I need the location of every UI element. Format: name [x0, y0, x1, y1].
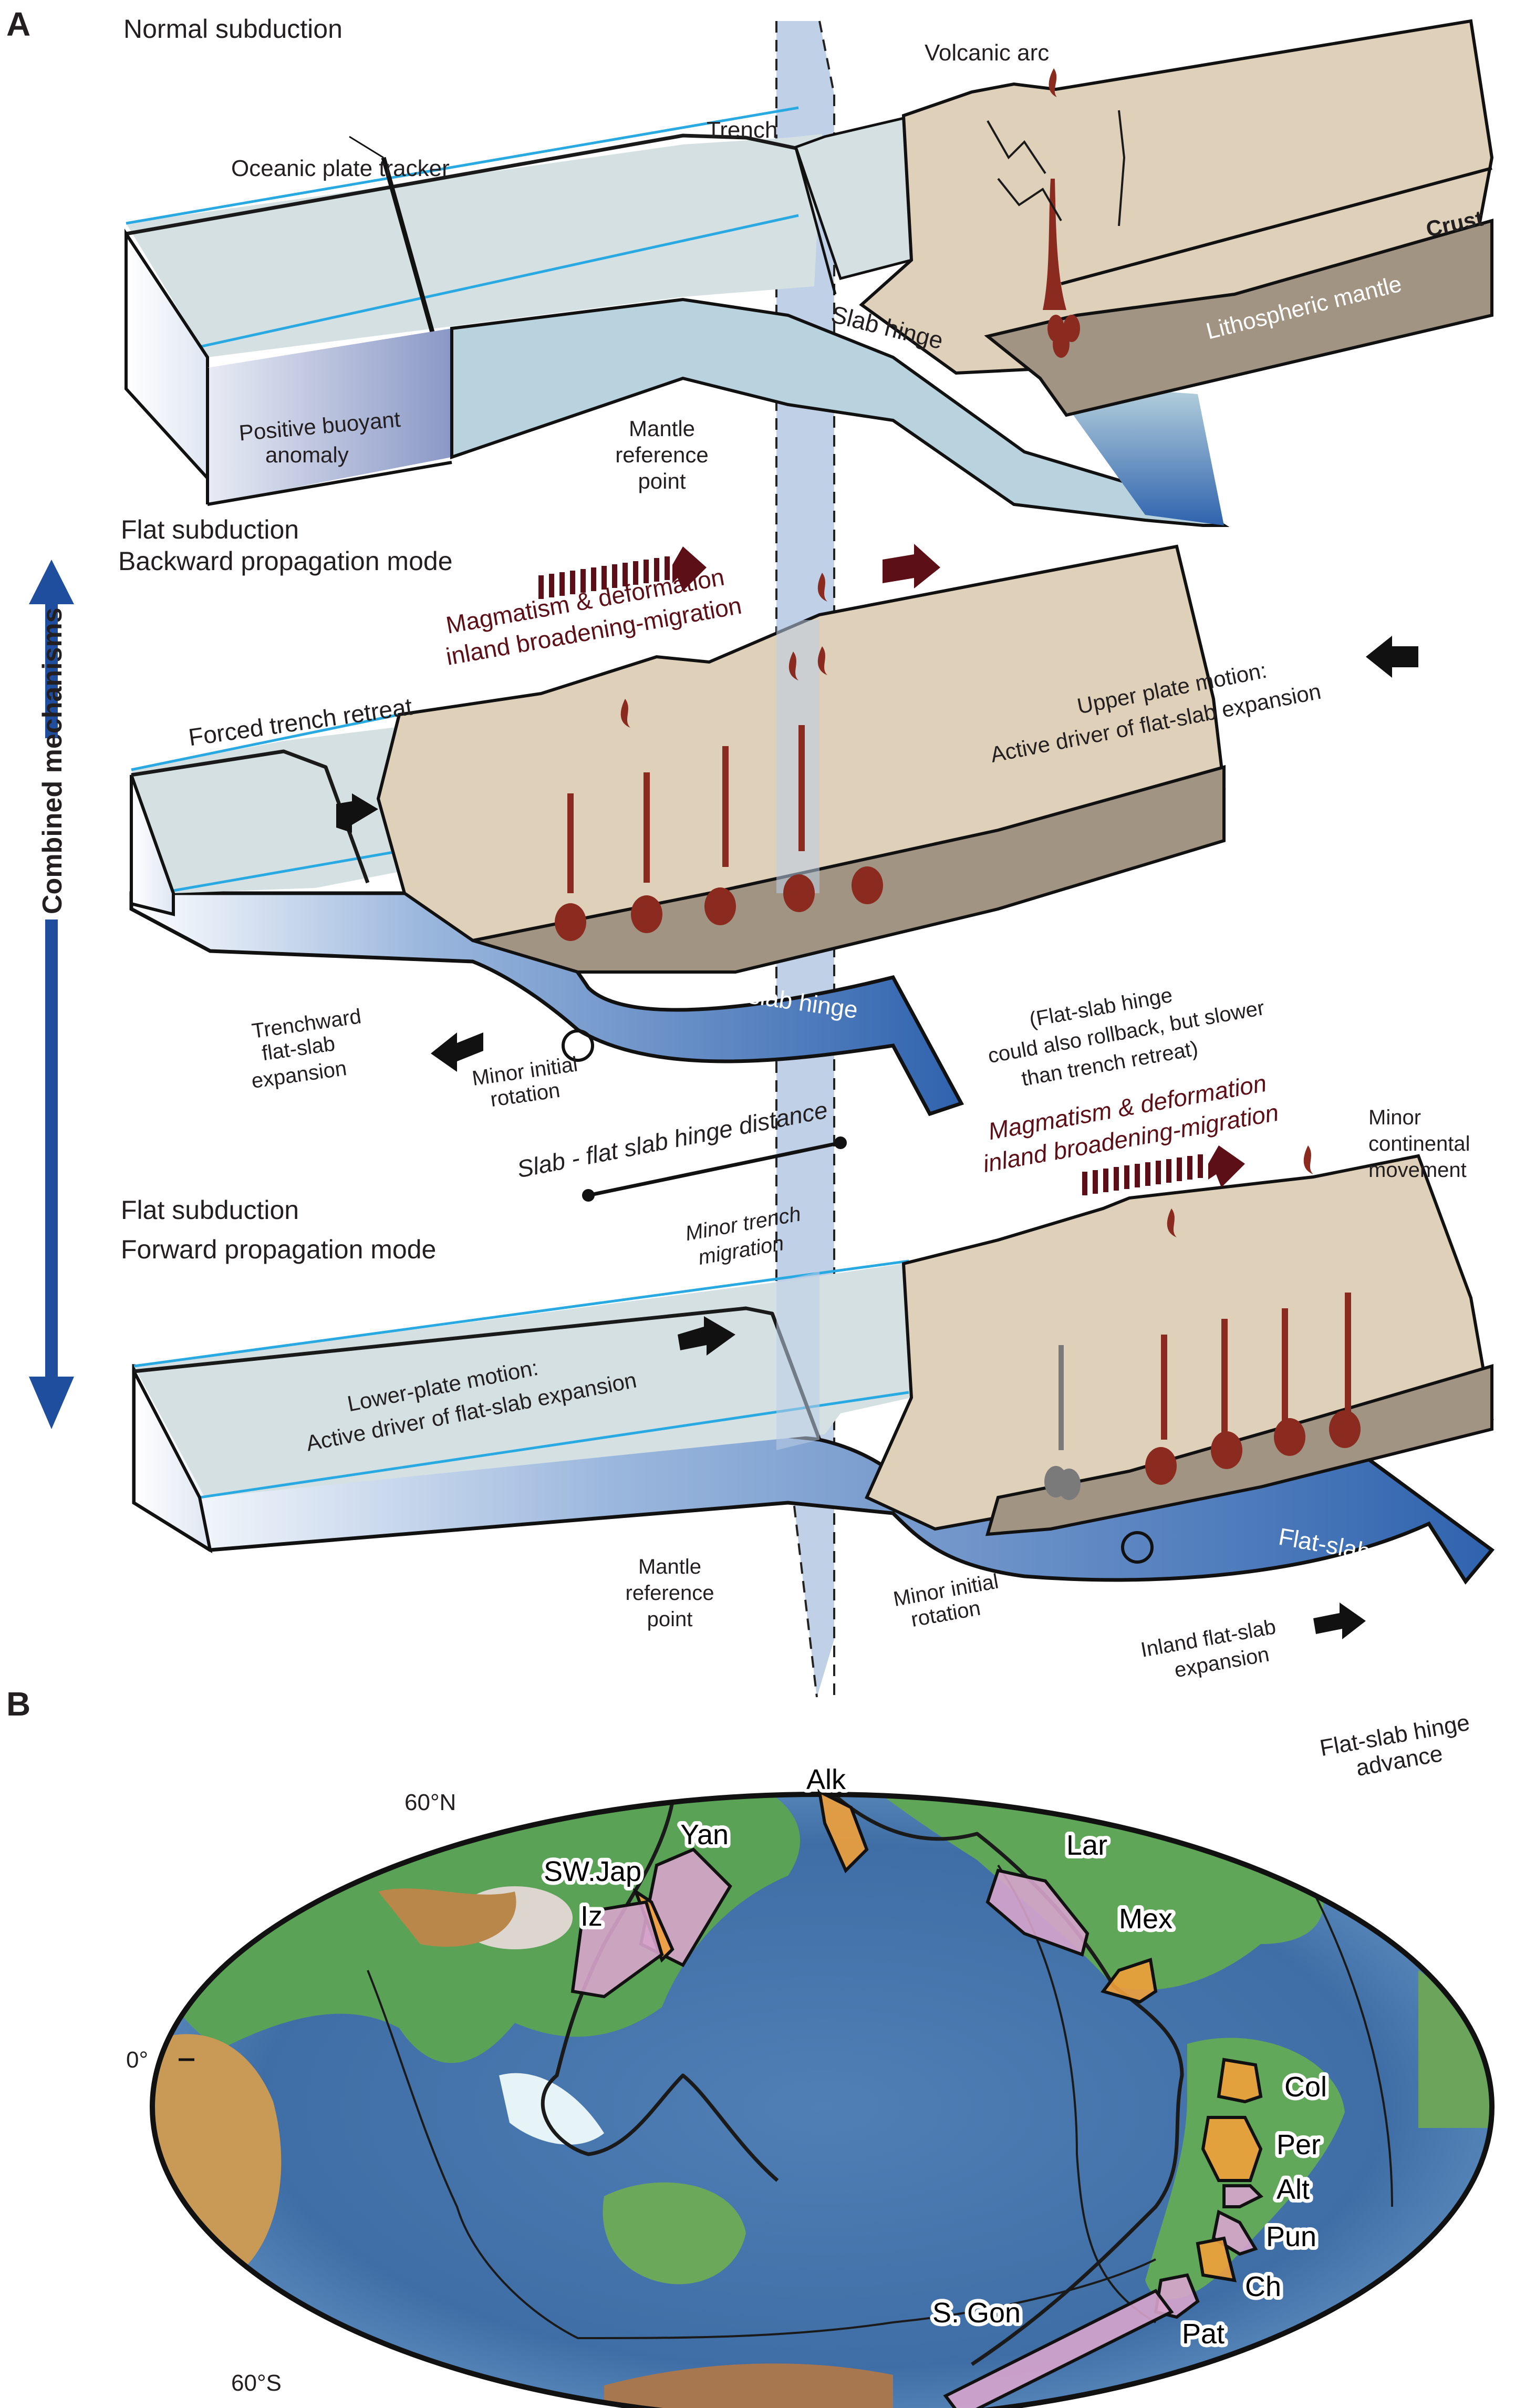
hinge-distance-end	[834, 1136, 847, 1149]
label-mantle-ref-3: point	[638, 469, 686, 493]
inland-expansion-arrow-icon	[1313, 1603, 1366, 1639]
region-per-polygon[interactable]	[1201, 2116, 1263, 2182]
map-label-pat[interactable]: Pat	[1178, 2314, 1228, 2353]
region-alk-polygon[interactable]	[817, 1789, 869, 1874]
forward-title-1: Flat subduction	[121, 1195, 299, 1225]
positive-buoyant-anomaly	[207, 328, 452, 504]
arrow-down-icon	[29, 1377, 74, 1429]
magmatism-arrow-dashes	[538, 556, 670, 599]
normal-subduction-title: Normal subduction	[123, 14, 343, 44]
mantle-ref-3: point	[647, 1608, 693, 1631]
region-lar-polygon[interactable]	[985, 1868, 1089, 1957]
combined-mechanisms-axis: Combined mechanisms	[29, 560, 74, 1429]
magma-plumes	[1145, 1145, 1361, 1485]
lat-label-60n: 60°N	[404, 1790, 456, 1815]
map-label-col[interactable]: Col	[1281, 2068, 1331, 2106]
map-label-swjap[interactable]: SW.Jap	[540, 1852, 645, 1891]
label-oceanic-plate-tracker: Oceanic plate tracker	[231, 156, 450, 181]
region-col-polygon[interactable]	[1217, 2058, 1263, 2104]
trenchward-expansion-arrow-icon	[431, 1032, 483, 1072]
world-map: 60°N 0° 60°S Alk Yan SW.Jap Iz Lar Mex C…	[126, 1760, 1495, 2408]
map-label-per[interactable]: Per	[1273, 2125, 1324, 2164]
hinge-distance-start	[582, 1189, 595, 1202]
forward-mode-block: Flat subduction Forward propagation mode	[121, 1069, 1495, 1781]
arrow-up-icon	[29, 560, 74, 604]
region-ch-polygon[interactable]	[1196, 2236, 1237, 2282]
label-mantle-ref-1: Mantle	[629, 416, 695, 441]
minor-continental-2: continental	[1368, 1132, 1470, 1155]
backward-title-2: Backward propagation mode	[118, 546, 453, 576]
label-trench: Trench	[707, 117, 777, 143]
normal-subduction-block: Normal subduction Oceanic plate	[123, 14, 1494, 527]
label-positive-buoyant-anomaly-2: anomaly	[265, 442, 349, 467]
map-label-alt[interactable]: Alt	[1273, 2170, 1313, 2209]
region-sgon-polygon[interactable]	[943, 2289, 1174, 2408]
lat-label-0: 0°	[126, 2047, 148, 2073]
flat-slab-regions	[570, 1789, 1264, 2408]
hinge-distance-line	[588, 1141, 841, 1197]
map-label-ch[interactable]: Ch	[1241, 2267, 1285, 2306]
minor-continental-1: Minor	[1368, 1106, 1421, 1129]
map-label-yan[interactable]: Yan	[677, 1815, 732, 1854]
magma-plumes	[555, 573, 883, 941]
lat-label-60s: 60°S	[231, 2370, 282, 2396]
magmatism-arrow-icon	[1208, 1145, 1245, 1187]
magma-conduit	[1043, 179, 1066, 310]
forward-title-2: Forward propagation mode	[121, 1235, 436, 1264]
map-label-sgon[interactable]: S. Gon	[929, 2293, 1024, 2332]
region-alt-polygon[interactable]	[1222, 2184, 1264, 2208]
rotation-icon	[1121, 1531, 1154, 1564]
mantle-ref-1: Mantle	[638, 1555, 701, 1578]
plate-boundary	[1312, 1891, 1393, 2207]
combined-mechanisms-label: Combined mechanisms	[37, 607, 68, 914]
trench-retreat-arrow-icon	[336, 793, 378, 833]
panel-b-label: B	[6, 1685, 30, 1723]
magmatism-arrow-icon	[883, 544, 940, 588]
minor-continental-3: movement	[1368, 1159, 1467, 1182]
label-mantle-ref-2: reference	[615, 442, 708, 467]
map-label-alk[interactable]: Alk	[803, 1760, 850, 1799]
landmass-antarctica	[604, 2363, 893, 2408]
extinct-magma	[1044, 1345, 1081, 1500]
rotation-icon	[562, 1029, 594, 1062]
mantle-ref-2: reference	[626, 1582, 714, 1605]
backward-mode-block: Flat subduction Backward propagation mod…	[118, 515, 1418, 1202]
map-label-lar[interactable]: Lar	[1063, 1826, 1111, 1865]
magmatism-arrow-dashes	[1082, 1154, 1203, 1195]
panel-a-label: A	[6, 5, 30, 43]
volcano-flame-icon	[1049, 68, 1057, 97]
label-volcanic-arc: Volcanic arc	[925, 40, 1049, 66]
landmass-australia	[603, 2182, 746, 2285]
region-iz-polygon[interactable]	[570, 1900, 664, 1999]
backward-title-1: Flat subduction	[121, 515, 299, 544]
map-label-iz[interactable]: Iz	[577, 1897, 606, 1936]
map-label-mex[interactable]: Mex	[1115, 1899, 1176, 1938]
region-mex-polygon[interactable]	[1100, 1958, 1158, 2004]
map-label-pun[interactable]: Pun	[1262, 2217, 1320, 2256]
plate-boundary	[367, 1970, 1156, 2340]
trench-line-east-pacific	[818, 1794, 1184, 2366]
magma-diapir	[1053, 330, 1070, 358]
upper-plate-motion-arrow-icon	[1366, 636, 1418, 678]
lower-plate-motion-arrow-icon	[678, 1316, 735, 1356]
